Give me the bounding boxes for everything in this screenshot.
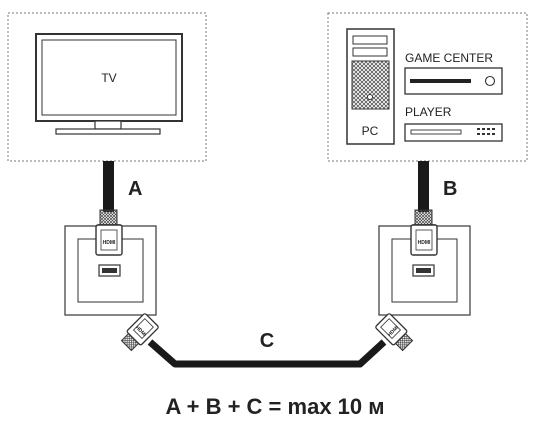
media-dashed-frame	[327, 12, 528, 162]
length-formula: A + B + C = max 10 м	[165, 394, 384, 419]
pc-tower-icon	[346, 28, 395, 145]
cable-c-label: C	[260, 330, 274, 352]
tv-box: TV	[7, 12, 207, 162]
tv-label: TV	[101, 71, 116, 85]
plug-a-mark: HDMI	[103, 240, 116, 246]
plug-b-overlay: HDMI	[410, 224, 438, 256]
cable-a-label: A	[128, 178, 142, 200]
player-label: PLAYER	[405, 105, 452, 119]
media-player-icon	[404, 123, 503, 142]
game-center-label: GAME CENTER	[405, 51, 493, 65]
wall-socket-left	[64, 225, 157, 316]
media-box: PC GAME CENTER PLAYER	[327, 12, 528, 162]
wall-socket-right	[378, 225, 471, 316]
tv-icon	[35, 33, 183, 135]
game-console-icon	[404, 67, 503, 95]
plug-a-overlay: HDMI	[95, 224, 123, 256]
plug-b-mark: HDMI	[418, 240, 431, 246]
cable-c	[120, 313, 414, 368]
pc-label: PC	[362, 124, 379, 138]
cable-b-label: B	[443, 178, 457, 200]
